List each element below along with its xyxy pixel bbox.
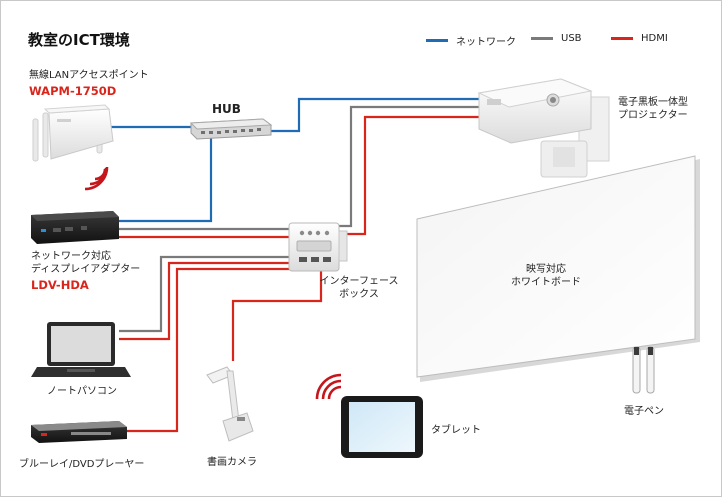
display-adapter-model: LDV-HDA: [31, 278, 89, 292]
whiteboard-screen: [416, 155, 700, 382]
usb-cable-laptop-interface: [119, 255, 295, 333]
display-adapter-device: [31, 211, 119, 244]
document-camera-label: 書画カメラ: [207, 457, 257, 468]
wireless-ap-label: 無線LANアクセスポイント: [29, 70, 149, 81]
whiteboard-label-line2: ホワイトボード: [511, 277, 581, 288]
legend-label-usb: USB: [561, 33, 582, 44]
bluray-player-label: ブルーレイ/DVDプレーヤー: [19, 459, 145, 470]
legend-item-network: ネットワーク: [426, 33, 516, 48]
laptop-label: ノートパソコン: [47, 386, 117, 397]
network-cable-hub-adapter: [119, 138, 213, 223]
legend-label-network: ネットワーク: [456, 37, 516, 48]
usb-cable-projector-interface: [319, 105, 479, 228]
interface-box-device: [288, 222, 348, 272]
projector-label-line2: プロジェクター: [618, 110, 688, 121]
wireless-ap-model: WAPM-1750D: [29, 84, 117, 98]
diagram-title: 教室のICT環境: [28, 31, 130, 49]
legend-item-hdmi: HDMI: [611, 33, 668, 44]
hub-label: HUB: [212, 102, 241, 116]
legend-item-usb: USB: [531, 33, 582, 44]
laptop-device: [31, 322, 131, 377]
electronic-pen-label: 電子ペン: [624, 406, 664, 417]
legend-swatch-network: [426, 39, 448, 42]
bluray-player-device: [31, 421, 127, 443]
interface-box-label-line1: インターフェース: [319, 276, 399, 287]
legend-label-hdmi: HDMI: [641, 33, 668, 44]
legend-swatch-usb: [531, 37, 553, 40]
network-cables: [111, 97, 479, 223]
document-camera-device: [206, 366, 254, 442]
legend-swatch-hdmi: [611, 37, 633, 40]
whiteboard-label-line1: 映写対応: [526, 264, 566, 275]
hdmi-cable-laptop-interface: [119, 261, 295, 341]
network-cable-hub-projector: [269, 97, 479, 133]
tablet-label: タブレット: [431, 425, 481, 436]
tablet-device: [315, 373, 423, 458]
electronic-pen-device: [632, 346, 655, 394]
hdmi-cable-camera-interface: [231, 269, 323, 361]
hdmi-cable-bluray-interface: [127, 267, 295, 433]
interface-box-label-line2: ボックス: [339, 289, 379, 300]
display-adapter-label-line1: ネットワーク対応: [31, 251, 111, 262]
wireless-access-point-device: [32, 104, 114, 191]
display-adapter-label-line2: ディスプレイアダプター: [31, 264, 141, 275]
projector-device: [477, 78, 610, 178]
projector-label-line1: 電子黒板一体型: [618, 97, 688, 108]
hub-device: [189, 118, 273, 140]
